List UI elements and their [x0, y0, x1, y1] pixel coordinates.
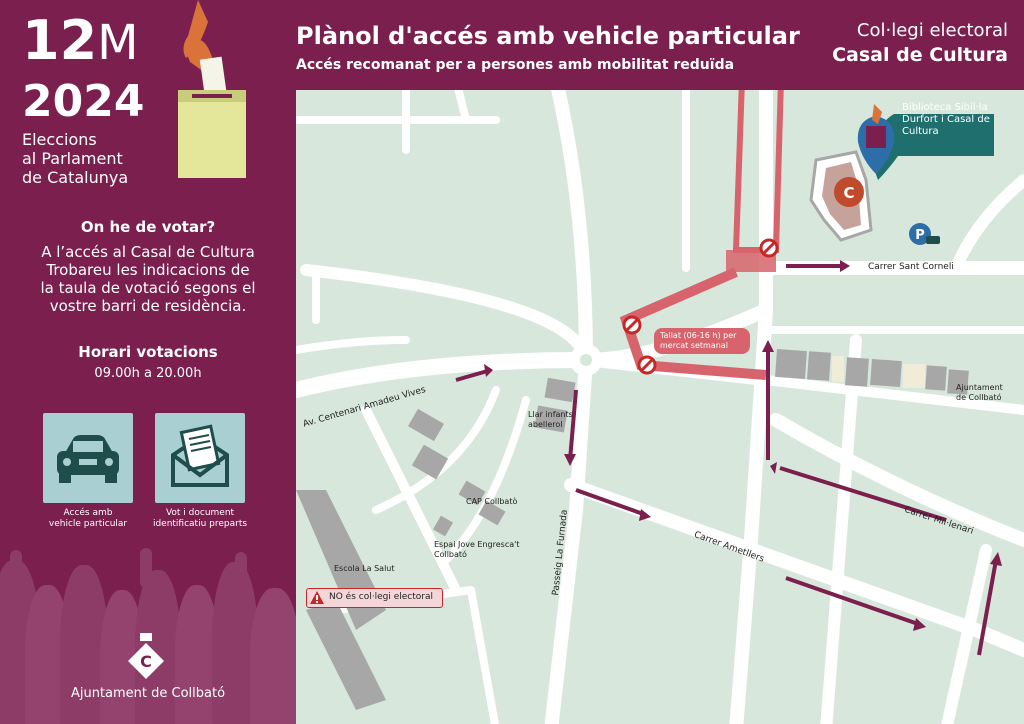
hours-title: Horari votacions	[78, 343, 218, 361]
place-escola: Escola La Salut	[334, 564, 395, 573]
page-subtitle: Accés recomanat per a persones amb mobil…	[296, 57, 735, 73]
page-title: Plànol d'accés amb vehicle particular	[296, 22, 800, 50]
date-day: 12M	[22, 9, 139, 72]
closed-streets	[619, 90, 784, 380]
not-college-label: NO és col·legi electoral	[329, 592, 433, 602]
sidebar: 12M 2024 Eleccions al Parlament de Catal…	[0, 0, 296, 724]
footer-org: Ajuntament de Collbató	[70, 686, 226, 701]
casal-icon-letter: C	[843, 184, 854, 202]
closure-label: Tallat (06-16 h) per mercat setmanal	[660, 331, 737, 350]
warning-icon	[310, 591, 324, 604]
ballot-box-icon	[178, 0, 246, 178]
street-sant-corneli: Carrer Sant Corneli	[868, 262, 954, 272]
map-canvas: C P	[296, 90, 1024, 724]
car-icon	[57, 435, 119, 483]
car-card	[43, 413, 133, 503]
parking-letter: P	[915, 228, 925, 243]
not-college-badge: NO és col·legi electoral	[306, 588, 443, 608]
town-shield-icon: C	[128, 633, 164, 679]
route-arrows	[455, 260, 1002, 656]
envelope-document-icon	[171, 424, 229, 487]
closure-badge	[654, 328, 750, 354]
svg-text:C: C	[140, 652, 152, 671]
college-name: Casal de Cultura	[832, 44, 1008, 66]
parking-icon	[909, 223, 931, 245]
date-year: 2024	[22, 76, 145, 127]
destination-label: Biblioteca Sibil·la Durfort i Casal de C…	[902, 102, 990, 137]
map: C P Biblioteca Sibil·la Durfort i Casal …	[296, 90, 1024, 724]
header: Plànol d'accés amb vehicle particular Ac…	[296, 0, 1024, 90]
where-title: On he de votar?	[80, 218, 216, 236]
where-text: A l’accés al Casal de Cultura Trobareu l…	[40, 243, 256, 315]
destination-marker	[873, 114, 994, 180]
hours-value: 09.00h a 20.00h	[94, 366, 202, 381]
document-card	[155, 413, 245, 503]
casal-icon	[834, 177, 864, 207]
election-name: Eleccions al Parlament de Catalunya	[22, 130, 129, 187]
college-label: Col·legi electoral	[856, 20, 1008, 41]
place-cap: CAP Collbatò	[466, 497, 518, 506]
